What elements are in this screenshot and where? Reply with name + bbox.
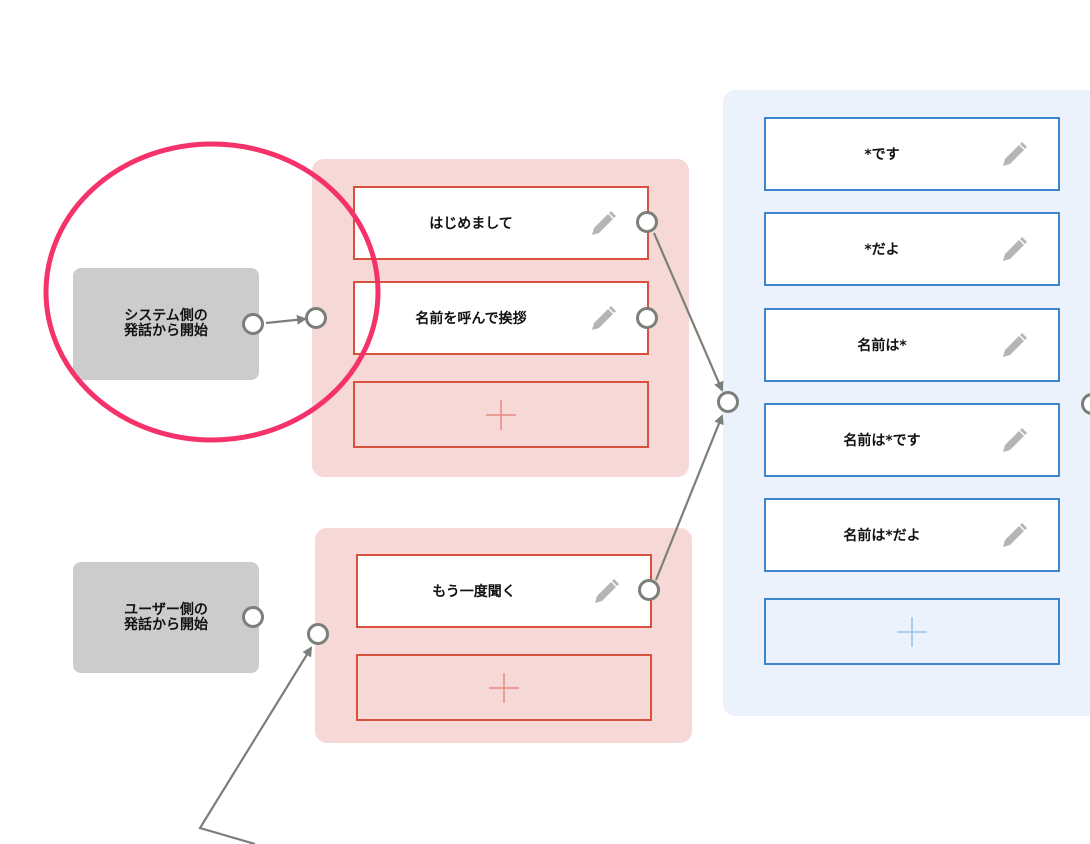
connector-port[interactable]: [307, 623, 329, 645]
start-block-user[interactable]: ユーザー側の 発話から開始: [73, 562, 259, 673]
utterance-card[interactable]: 名前を呼んで挨拶: [353, 281, 649, 355]
connector-hajimemashite-to-user-group: [652, 232, 724, 392]
user-utterance-card[interactable]: 名前は*: [764, 308, 1060, 382]
connector-port[interactable]: [717, 391, 739, 413]
plus-icon: [486, 399, 516, 430]
pencil-icon[interactable]: [997, 138, 1031, 172]
pencil-icon[interactable]: [586, 207, 620, 241]
user-utterance-card-label: *だよ: [864, 242, 900, 258]
plus-icon: [489, 672, 519, 703]
user-utterance-card-label: 名前は*: [857, 338, 907, 354]
utterance-card[interactable]: はじめまして: [353, 186, 649, 260]
connector-port[interactable]: [638, 579, 660, 601]
add-utterance-button[interactable]: [356, 654, 652, 721]
utterance-card-label: 名前を呼んで挨拶: [415, 311, 527, 327]
add-user-utterance-button[interactable]: [764, 598, 1060, 665]
user-utterance-card-label: 名前は*だよ: [843, 528, 921, 544]
user-utterance-card-label: 名前は*です: [843, 433, 921, 449]
utterance-card-label: はじめまして: [429, 216, 513, 232]
connector-port[interactable]: [242, 313, 264, 335]
user-utterance-card[interactable]: 名前は*だよ: [764, 498, 1060, 572]
pencil-icon[interactable]: [997, 424, 1031, 458]
connector-loop-to-group2: [198, 646, 313, 844]
connector-mouichido-to-user-group: [654, 414, 724, 581]
plus-icon: [897, 616, 927, 647]
utterance-card-label: もう一度聞く: [432, 584, 516, 600]
pencil-icon[interactable]: [586, 302, 620, 336]
add-utterance-button[interactable]: [353, 381, 649, 448]
connector-port[interactable]: [242, 606, 264, 628]
start-block-user-label: ユーザー側の 発話から開始: [124, 601, 208, 633]
connector-port[interactable]: [305, 307, 327, 329]
pencil-icon[interactable]: [997, 329, 1031, 363]
start-block-system-label: システム側の 発話から開始: [124, 308, 208, 339]
pencil-icon[interactable]: [997, 233, 1031, 267]
user-utterance-card[interactable]: 名前は*です: [764, 403, 1060, 477]
connector-system-start-to-group1: [265, 314, 307, 325]
start-block-system[interactable]: システム側の 発話から開始: [73, 268, 259, 380]
user-utterance-card[interactable]: *です: [764, 117, 1060, 191]
utterance-card[interactable]: もう一度聞く: [356, 554, 652, 628]
user-utterance-card-label: *です: [864, 147, 900, 163]
connector-port[interactable]: [636, 211, 658, 233]
connector-port[interactable]: [1081, 393, 1090, 415]
connector-port[interactable]: [636, 307, 658, 329]
pencil-icon[interactable]: [589, 575, 623, 609]
pencil-icon[interactable]: [997, 519, 1031, 553]
user-utterance-card[interactable]: *だよ: [764, 212, 1060, 286]
